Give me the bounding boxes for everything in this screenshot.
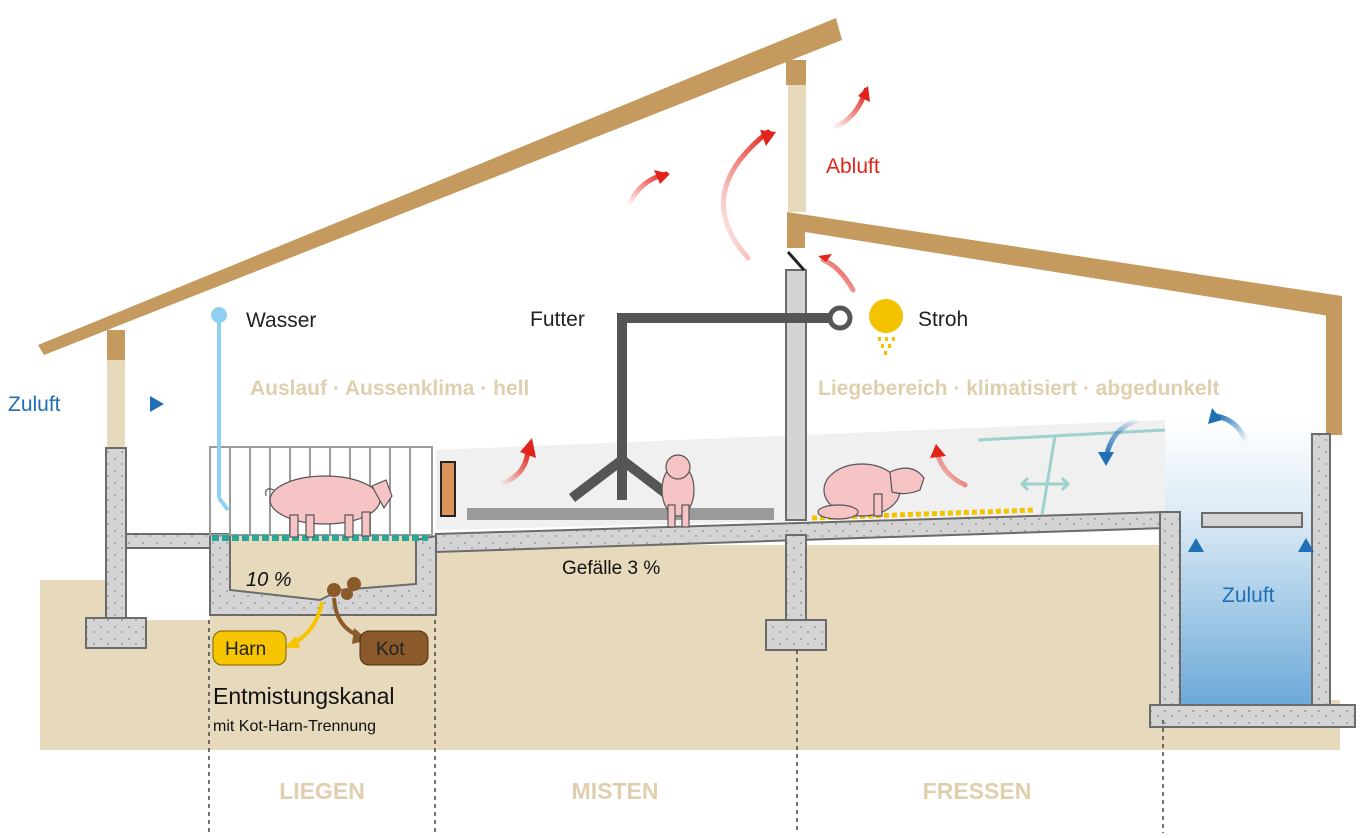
pig-sitting-icon: [817, 463, 925, 520]
door-flap: [440, 461, 456, 517]
zone-liegen-label: LIEGEN: [279, 778, 365, 804]
water-icon: [211, 307, 227, 323]
channel-title: Entmistungskanal: [213, 683, 395, 709]
straw-valve: [827, 305, 853, 331]
air-diffuser: [977, 428, 1166, 516]
zone-misten-label: MISTEN: [572, 778, 659, 804]
floor-slope-label: Gefälle 3 %: [562, 558, 660, 579]
straw-bedding: [811, 507, 1036, 521]
air-intake-tank: [1165, 420, 1328, 708]
channel-slope-label: 10 %: [246, 569, 292, 591]
futter-label: Futter: [530, 308, 585, 331]
zuluft-right-label: Zuluft: [1222, 584, 1275, 607]
zuluft-left-label: Zuluft: [8, 393, 61, 416]
water-pipe: [217, 318, 230, 512]
abluft-label: Abluft: [826, 155, 880, 178]
concrete-structure: [85, 269, 1356, 728]
pig-standing-icon: [265, 475, 393, 538]
kot-tag: [359, 630, 429, 666]
zone-fressen-label: FRESSEN: [923, 778, 1032, 804]
stroh-label: Stroh: [918, 308, 968, 331]
harn-tag: [212, 630, 287, 666]
exhaust-arrows: [497, 87, 968, 488]
roof-right: [787, 212, 1342, 435]
window-ridge: [788, 85, 806, 212]
channel-subtitle: mit Kot-Harn-Trennung: [213, 718, 376, 735]
zone-separators: [208, 620, 1164, 833]
feeder: [568, 313, 834, 502]
pig-front-icon: [661, 454, 695, 528]
roof-left: [38, 18, 842, 360]
wasser-label: Wasser: [246, 309, 316, 332]
harn-arrowhead: [284, 636, 300, 648]
vent-flap: [786, 251, 806, 271]
zone-left-title: Auslauf · Aussenklima · hell: [250, 377, 529, 400]
intake-arrowheads: [150, 396, 1314, 552]
kot-blobs-icon: [327, 577, 361, 600]
straw-icon: [869, 299, 903, 355]
harn-label: Harn: [225, 639, 266, 660]
zone-right-title: Liegebereich · klimatisiert · abgedunkel…: [818, 377, 1219, 400]
kot-label: Kot: [376, 639, 405, 660]
feed-trough: [467, 508, 774, 520]
exhaust-arrowheads: [520, 86, 946, 458]
